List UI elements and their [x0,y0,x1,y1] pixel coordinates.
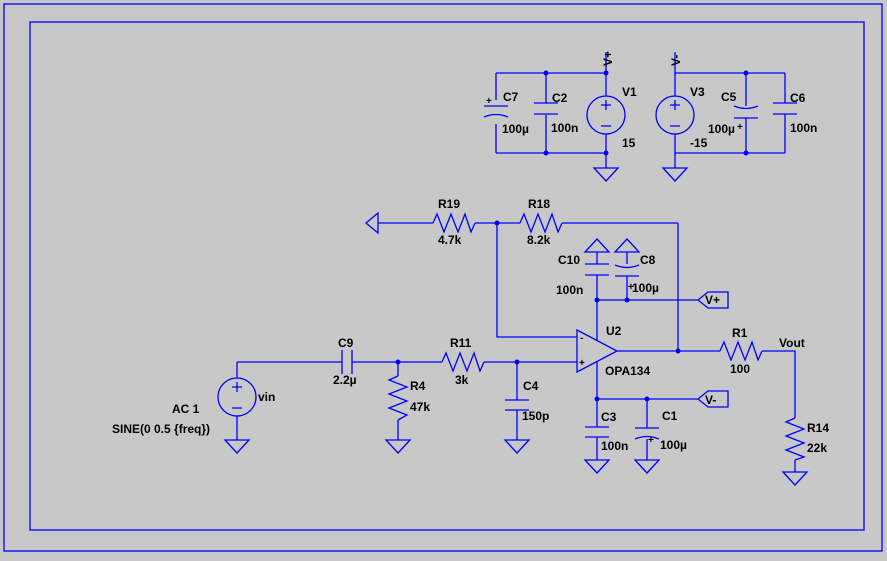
polarized-capacitor-icon: + [614,264,640,293]
r14-name: R14 [807,421,829,435]
voltage-source-icon [655,95,695,135]
capacitor-icon [534,102,558,115]
c3-value: 100n [601,439,628,453]
c3-name: C3 [601,410,617,424]
capacitor-icon [585,263,609,276]
vin-ac-spec: AC 1 [172,402,200,416]
polarized-capacitor-icon: + [733,105,759,133]
resistor-icon [432,212,476,234]
c2-value: 100n [551,121,578,135]
vminus-flag-label: V- [705,393,716,407]
ground-icon [633,459,661,474]
c7-name: C7 [503,90,519,104]
svg-text:+: + [648,435,654,446]
opamp-name: U2 [606,324,622,338]
c7-value: 100µ [502,122,529,136]
capacitor-icon [505,399,529,411]
r4-name: R4 [410,379,426,393]
c6-name: C6 [790,91,806,105]
c1-value: 100µ [660,438,687,452]
r11-name: R11 [450,336,472,350]
ground-icon [613,238,641,253]
svg-text:+: + [486,96,492,107]
resistor-icon [784,417,806,461]
c5-value: 100µ [708,122,735,136]
opamp-icon [576,328,619,374]
v1-value: 15 [622,136,636,150]
ground-icon [503,439,531,454]
sheet-inner-border [29,21,865,531]
resistor-icon [441,351,485,373]
r19-value: 4.7k [438,233,462,247]
supply-section: + C7 100µ C2 100n V1 15 V+ V3 -15 V- [483,51,817,182]
net-flag-icon [364,211,379,235]
v3-net-label: V- [669,55,683,66]
capacitor-icon [585,426,609,438]
c8-value: 100µ [632,281,659,295]
polarized-capacitor-icon: + [483,96,509,118]
input-section: vin AC 1 SINE(0 0.5 {freq}) C9 2.2µ R4 4… [112,336,577,454]
vin-sine-spec: SINE(0 0.5 {freq}) [112,422,210,436]
c10-value: 100n [556,283,583,297]
sheet-outer-border [3,3,883,552]
c4-name: C4 [523,379,539,393]
resistor-icon [719,340,763,362]
c4-value: 150p [522,409,549,423]
ground-icon [583,459,611,474]
ground-icon [384,439,412,454]
v1-name: V1 [622,85,637,99]
net-flag-icon [696,390,729,408]
vout-net-label: Vout [779,336,805,350]
r19-name: R19 [438,197,460,211]
c9-value: 2.2µ [333,373,357,387]
opamp-model: OPA134 [605,364,650,378]
svg-text:+: + [628,282,634,293]
c6-value: 100n [790,121,817,135]
ground-icon [223,439,251,454]
v3-value: -15 [690,136,708,150]
capacitor-icon [341,350,353,374]
svg-text:+: + [579,358,585,369]
r14-value: 22k [807,441,827,455]
r1-value: 100 [730,362,750,376]
polarized-capacitor-icon: + [634,427,660,446]
r18-name: R18 [528,197,550,211]
net-flag-icon [696,291,729,309]
c8-name: C8 [640,253,656,267]
resistor-icon [387,375,409,421]
resistor-icon [519,212,563,234]
v1-net-label: V+ [601,51,615,66]
svg-text:-: - [580,333,583,344]
r1-name: R1 [732,326,748,340]
r4-value: 47k [410,400,430,414]
feedback-section: R19 4.7k R18 8.2k + C10 100n C8 100µ V+ [364,197,729,351]
c1-name: C1 [662,409,678,423]
opamp-section: - + U2 OPA134 [576,322,720,399]
ground-icon [592,167,620,182]
r18-value: 8.2k [527,233,551,247]
svg-text:+: + [737,122,743,133]
c2-name: C2 [552,91,568,105]
v3-name: V3 [690,85,705,99]
voltage-source-icon [217,377,257,417]
c5-name: C5 [721,90,737,104]
vin-name: vin [258,390,275,404]
output-section: R1 100 Vout R14 22k [719,326,829,486]
ground-icon [583,238,611,253]
negative-supply-section: + C3 100n C1 100µ V- [583,390,729,474]
c9-name: C9 [338,336,354,350]
vplus-flag-label: V+ [705,293,720,307]
c10-name: C10 [558,253,580,267]
ground-icon [661,167,689,182]
capacitor-icon [773,102,797,115]
voltage-source-icon [586,95,626,135]
r11-value: 3k [455,373,469,387]
ground-icon [781,471,809,486]
